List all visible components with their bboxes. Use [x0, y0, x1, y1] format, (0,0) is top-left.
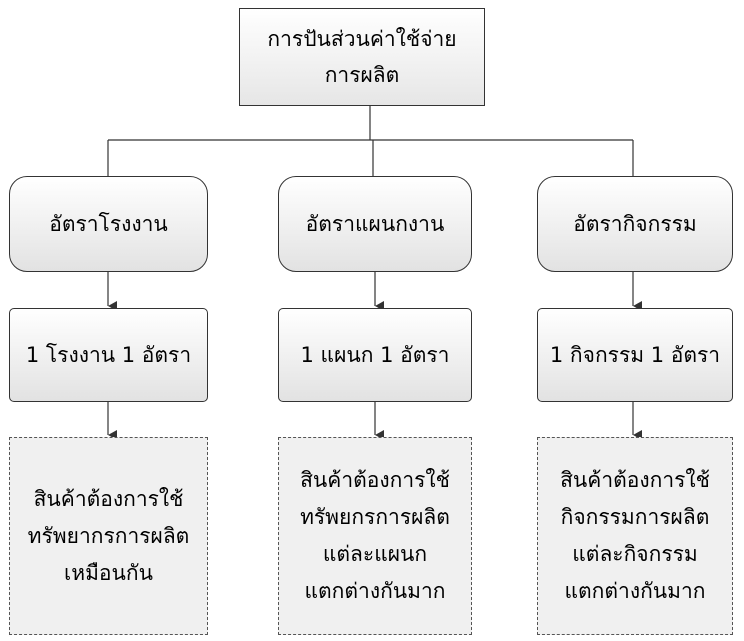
activity-note-line-1: สินค้าต้องการใช้ — [560, 468, 710, 492]
department-rule-node: 1 แผนก 1 อัตรา — [278, 308, 472, 402]
department-note-line-3: แต่ละแผนก — [322, 542, 428, 566]
plant-note-line-1: สินค้าต้องการใช้ — [33, 486, 184, 511]
department-rate-node: อัตราแผนกงาน — [278, 176, 472, 272]
plant-note-line-2: ทรัพยากรการผลิต — [27, 523, 190, 548]
department-rate-label: อัตราแผนกงาน — [305, 211, 445, 236]
activity-rate-node: อัตรากิจกรรม — [537, 176, 733, 272]
activity-rate-label: อัตรากิจกรรม — [573, 211, 697, 236]
root-line-1: การปันส่วนค่าใช้จ่าย — [267, 27, 457, 51]
department-note-line-2: ทรัพยกรการผลิต — [300, 505, 450, 529]
plant-rule-label: 1 โรงงาน 1 อัตรา — [25, 342, 192, 367]
root-line-2: การผลิต — [324, 63, 400, 87]
activity-note-line-2: กิจกรรมการผลิต — [560, 505, 710, 529]
root-node: การปันส่วนค่าใช้จ่าย การผลิต — [239, 8, 485, 106]
plant-rule-node: 1 โรงงาน 1 อัตรา — [9, 308, 208, 402]
plant-note-node: สินค้าต้องการใช้ ทรัพยากรการผลิต เหมือนก… — [9, 437, 208, 635]
department-note-node: สินค้าต้องการใช้ ทรัพยกรการผลิต แต่ละแผน… — [278, 437, 472, 635]
department-rule-label: 1 แผนก 1 อัตรา — [300, 342, 450, 367]
department-note-line-4: แตกต่างกันมาก — [304, 579, 446, 603]
plant-rate-node: อัตราโรงงาน — [9, 176, 208, 272]
activity-rule-label: 1 กิจกรรม 1 อัตรา — [549, 342, 721, 367]
activity-note-node: สินค้าต้องการใช้ กิจกรรมการผลิต แต่ละกิจ… — [537, 437, 733, 635]
department-note-line-1: สินค้าต้องการใช้ — [300, 468, 450, 492]
activity-rule-node: 1 กิจกรรม 1 อัตรา — [537, 308, 733, 402]
activity-note-line-3: แต่ละกิจกรรม — [572, 542, 698, 566]
plant-note-line-3: เหมือนกัน — [64, 560, 153, 585]
activity-note-line-4: แตกต่างกันมาก — [564, 579, 706, 603]
plant-rate-label: อัตราโรงงาน — [49, 211, 168, 236]
